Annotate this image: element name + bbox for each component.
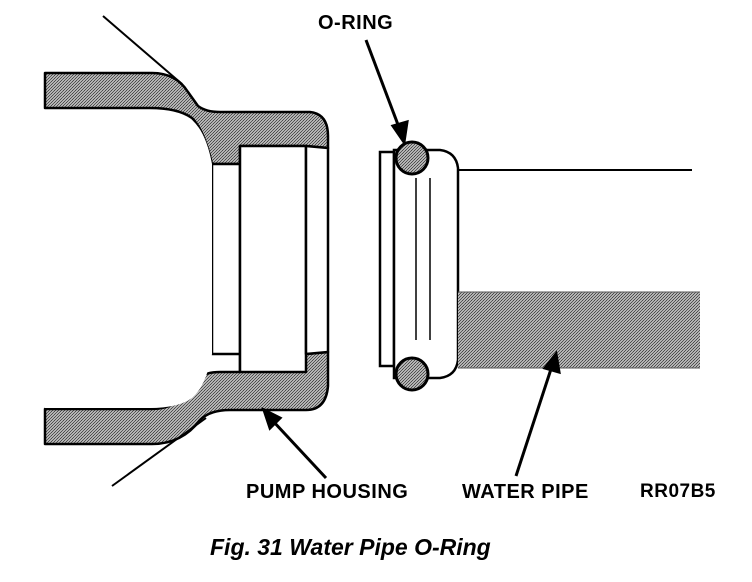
pump-housing-chamfer — [304, 144, 330, 356]
water-pipe — [378, 140, 700, 392]
pump-housing-upper-wall — [43, 71, 330, 166]
pump-housing-arrowhead — [261, 407, 283, 431]
water-pipe-collar — [392, 148, 460, 380]
pump-housing — [43, 15, 330, 487]
water-pipe-lower-shaded — [458, 292, 700, 368]
leader-arrows — [261, 39, 561, 480]
pump-housing-bore-inner — [210, 162, 242, 356]
o-ring-leader — [364, 39, 402, 131]
o-ring-label: O-RING — [318, 12, 394, 34]
pump-housing-left-gap — [45, 110, 212, 408]
o-ring-section-top — [394, 140, 430, 176]
figure-code-label: RR07B5 — [640, 481, 716, 502]
o-ring-arrowhead — [390, 119, 409, 146]
water-pipe-label: WATER PIPE — [462, 481, 589, 503]
pump-housing-cut-line-bottom — [111, 417, 207, 487]
water-pipe-end-flange — [378, 150, 396, 368]
pump-housing-cut-line-top — [102, 15, 183, 85]
pump-housing-bore-outer — [238, 144, 308, 374]
water-pipe-leader — [514, 365, 554, 477]
o-ring-section-bottom — [394, 356, 430, 392]
pump-housing-leader — [270, 418, 328, 480]
pump-housing-label: PUMP HOUSING — [246, 481, 409, 503]
figure-caption: Fig. 31 Water Pipe O-Ring — [210, 534, 491, 560]
water-pipe-arrowhead — [542, 350, 561, 375]
